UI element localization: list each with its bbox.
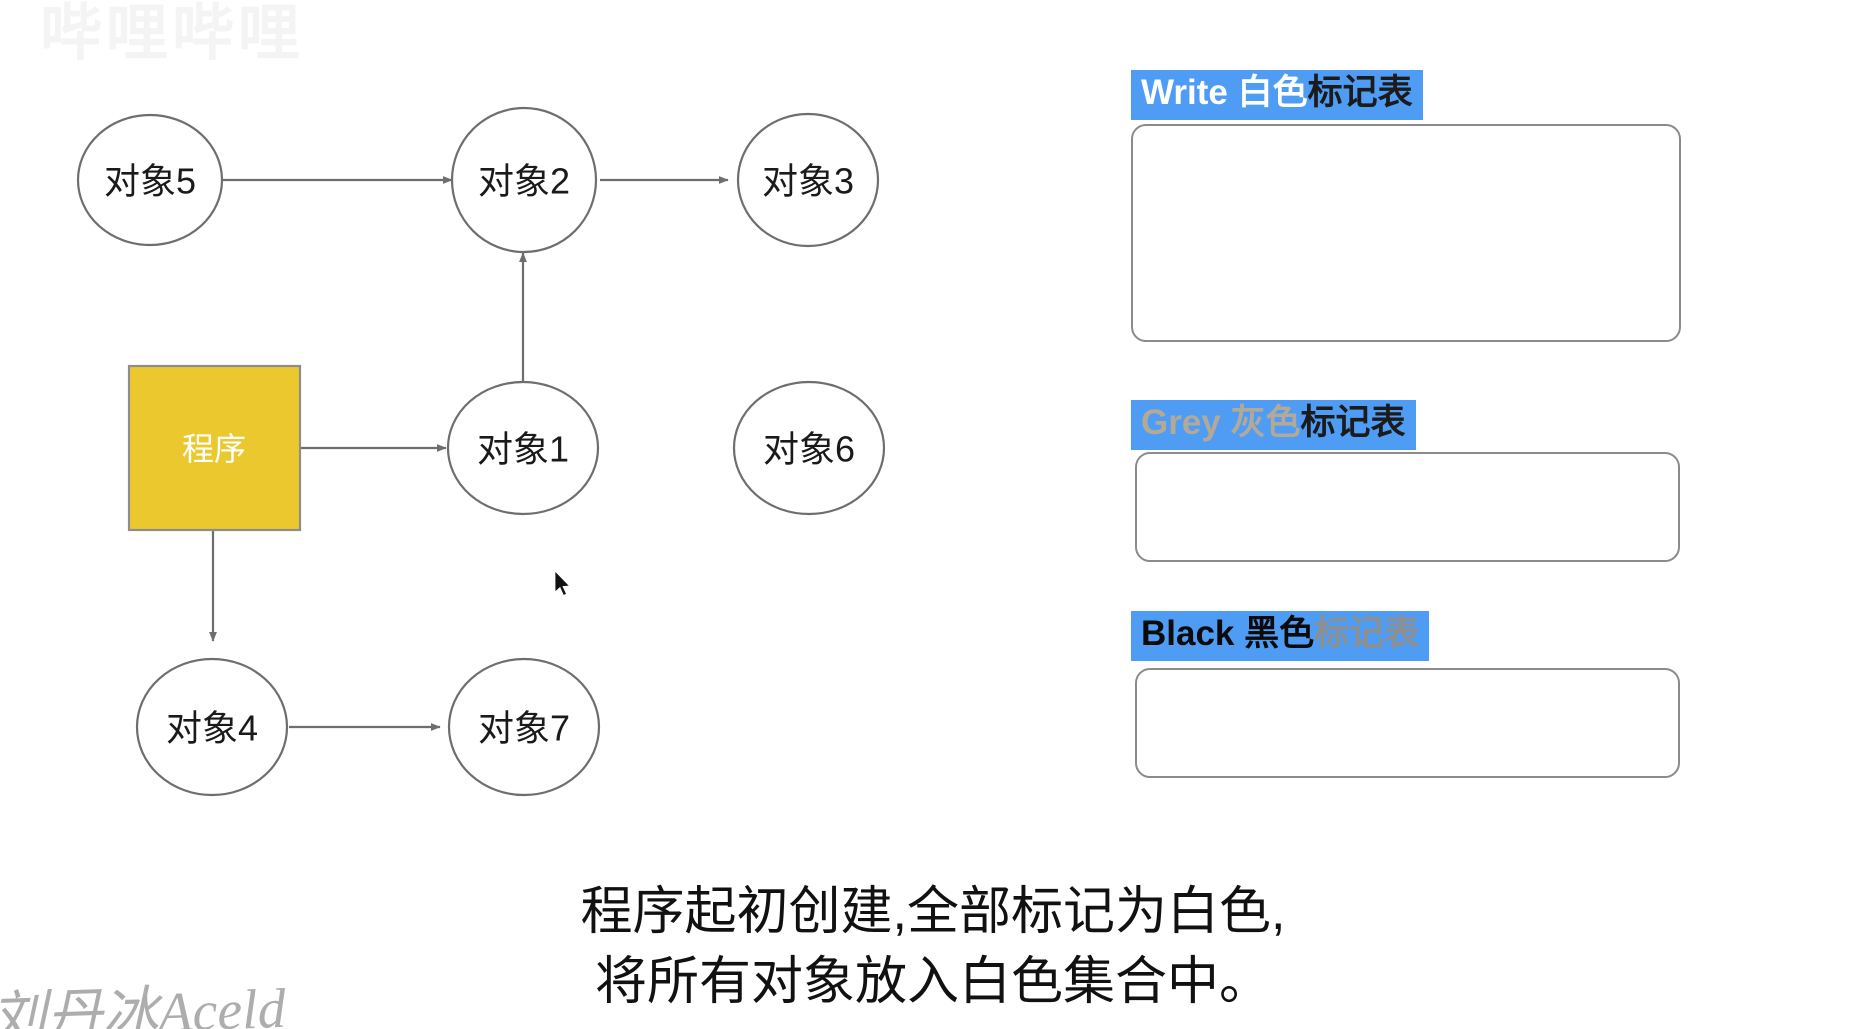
author-watermark: 刘丹冰Aceld bbox=[0, 977, 287, 1029]
caption-line-1: 程序起初创建,全部标记为白色, bbox=[580, 883, 1286, 941]
node-obj3-label: 对象3 bbox=[762, 161, 854, 202]
mark-table-grey-label: Grey 灰色标记表 bbox=[1131, 400, 1416, 450]
mark-table-grey-box[interactable] bbox=[1135, 452, 1680, 562]
caption: 程序起初创建,全部标记为白色, 将所有对象放入白色集合中。 bbox=[0, 878, 1866, 1017]
mark-table-black-box[interactable] bbox=[1135, 668, 1680, 778]
node-obj1[interactable]: 对象1 bbox=[446, 380, 600, 516]
mark-table-white-tail: 标记表 bbox=[1307, 73, 1413, 112]
node-obj4[interactable]: 对象4 bbox=[135, 657, 289, 797]
node-obj6-label: 对象6 bbox=[763, 429, 855, 470]
node-obj7[interactable]: 对象7 bbox=[447, 657, 601, 797]
node-obj4-label: 对象4 bbox=[166, 708, 258, 749]
mouse-cursor bbox=[554, 570, 571, 597]
node-program-label: 程序 bbox=[182, 431, 246, 467]
mark-table-white-box[interactable] bbox=[1131, 124, 1681, 342]
node-program[interactable]: 程序 bbox=[127, 364, 302, 532]
node-obj5[interactable]: 对象5 bbox=[76, 113, 224, 247]
node-obj2-label: 对象2 bbox=[478, 161, 570, 202]
mark-table-black-lead: Black 黑色 bbox=[1141, 614, 1315, 653]
node-obj1-label: 对象1 bbox=[477, 429, 569, 470]
node-obj3[interactable]: 对象3 bbox=[736, 112, 880, 248]
node-obj5-label: 对象5 bbox=[104, 161, 196, 202]
caption-line-2: 将所有对象放入白色集合中。 bbox=[594, 952, 1271, 1011]
object-graph: 对象5 对象2 对象3 对象1 对象6 对象4 对象7 bbox=[76, 106, 886, 797]
node-obj2[interactable]: 对象2 bbox=[450, 106, 598, 254]
mark-table-white-lead: Write 白色 bbox=[1141, 73, 1308, 112]
mark-table-white-label: Write 白色标记表 bbox=[1131, 70, 1423, 120]
mark-table-grey-tail: 标记表 bbox=[1300, 403, 1406, 442]
mark-table-black-label: Black 黑色标记表 bbox=[1131, 611, 1430, 661]
node-obj6[interactable]: 对象6 bbox=[732, 380, 886, 516]
mark-table-black-tail: 标记表 bbox=[1314, 614, 1420, 653]
node-obj7-label: 对象7 bbox=[478, 708, 570, 749]
top-watermark: 哔哩哔哩 bbox=[40, 0, 305, 68]
mark-table-grey-lead: Grey 灰色 bbox=[1141, 403, 1301, 442]
